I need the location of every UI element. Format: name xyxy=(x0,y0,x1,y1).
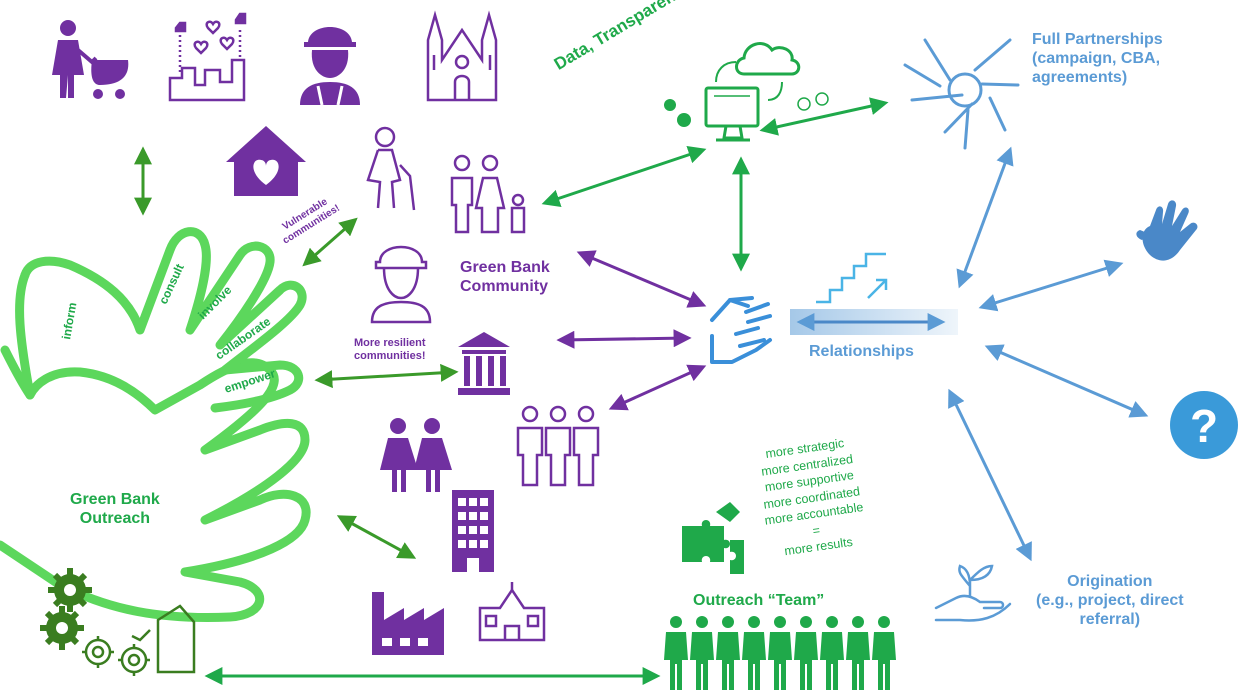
plant-in-hand-icon xyxy=(934,564,1012,622)
arrow-people-relationships xyxy=(608,364,707,411)
arrow-rel-question xyxy=(984,344,1149,418)
gears-outline-icon xyxy=(82,636,150,676)
computer-monitor-icon xyxy=(704,86,760,142)
school-icon xyxy=(478,582,546,642)
government-building-icon xyxy=(458,332,510,395)
outreach-hand-icon xyxy=(0,227,311,622)
cathedral-icon xyxy=(426,10,498,102)
full-partnerships-label: Full Partnerships (campaign, CBA, agreem… xyxy=(1032,31,1163,87)
construction-worker-icon xyxy=(300,27,360,106)
joined-hands-icon xyxy=(903,38,1020,150)
arrow-rel-partnerships xyxy=(956,146,1014,289)
origination-label: Origination (e.g., project, direct refer… xyxy=(1036,573,1184,629)
group-of-people-icon xyxy=(516,405,600,487)
puzzle-icon xyxy=(682,502,744,574)
arrows xyxy=(134,97,1149,685)
arrow-community-data xyxy=(541,146,707,207)
green-bank-community-label: Green Bank Community xyxy=(460,259,550,296)
level-inform: inform xyxy=(59,301,79,340)
home-heart-icon xyxy=(226,126,306,196)
results-list: more strategic more centralized more sup… xyxy=(754,434,868,562)
family-icon xyxy=(450,154,526,234)
arrow-vulnerable xyxy=(302,217,358,267)
data-gears-icon xyxy=(664,92,829,127)
relationships-label: Relationships xyxy=(809,343,914,360)
arrow-data-partners xyxy=(759,97,889,136)
green-bank-outreach-label: Green Bank Outreach xyxy=(70,491,160,528)
cloud-icon xyxy=(715,42,801,101)
parent-with-stroller-icon xyxy=(52,20,129,99)
svg-text:?: ? xyxy=(1190,400,1218,452)
factory-icon xyxy=(372,592,444,655)
more-resilient-communities-label: More resilient communities! xyxy=(354,337,426,363)
fuel-can-icon xyxy=(131,604,196,674)
arrow-rel-origination xyxy=(948,388,1032,562)
two-women-icon xyxy=(380,418,452,492)
arrow-community-relationships xyxy=(576,250,707,308)
arrow-resilient xyxy=(314,363,459,389)
apartment-building-icon xyxy=(452,490,494,572)
female-worker-icon xyxy=(370,245,432,324)
outreach-team-label: Outreach “Team” xyxy=(693,592,825,609)
arrow-rel-handprint xyxy=(978,259,1124,312)
elderly-person-icon xyxy=(366,126,416,211)
gears-icon xyxy=(40,568,92,650)
stairs-growth-icon xyxy=(816,252,888,304)
handshake-icon xyxy=(710,296,772,364)
city-likes-icon xyxy=(168,12,247,102)
handprint-icon xyxy=(1136,200,1198,261)
question-mark-icon: ? xyxy=(1170,391,1238,459)
arrow-government-relationships xyxy=(556,329,692,349)
team-people-icon xyxy=(664,616,896,690)
arrow-hand-building xyxy=(336,515,417,559)
